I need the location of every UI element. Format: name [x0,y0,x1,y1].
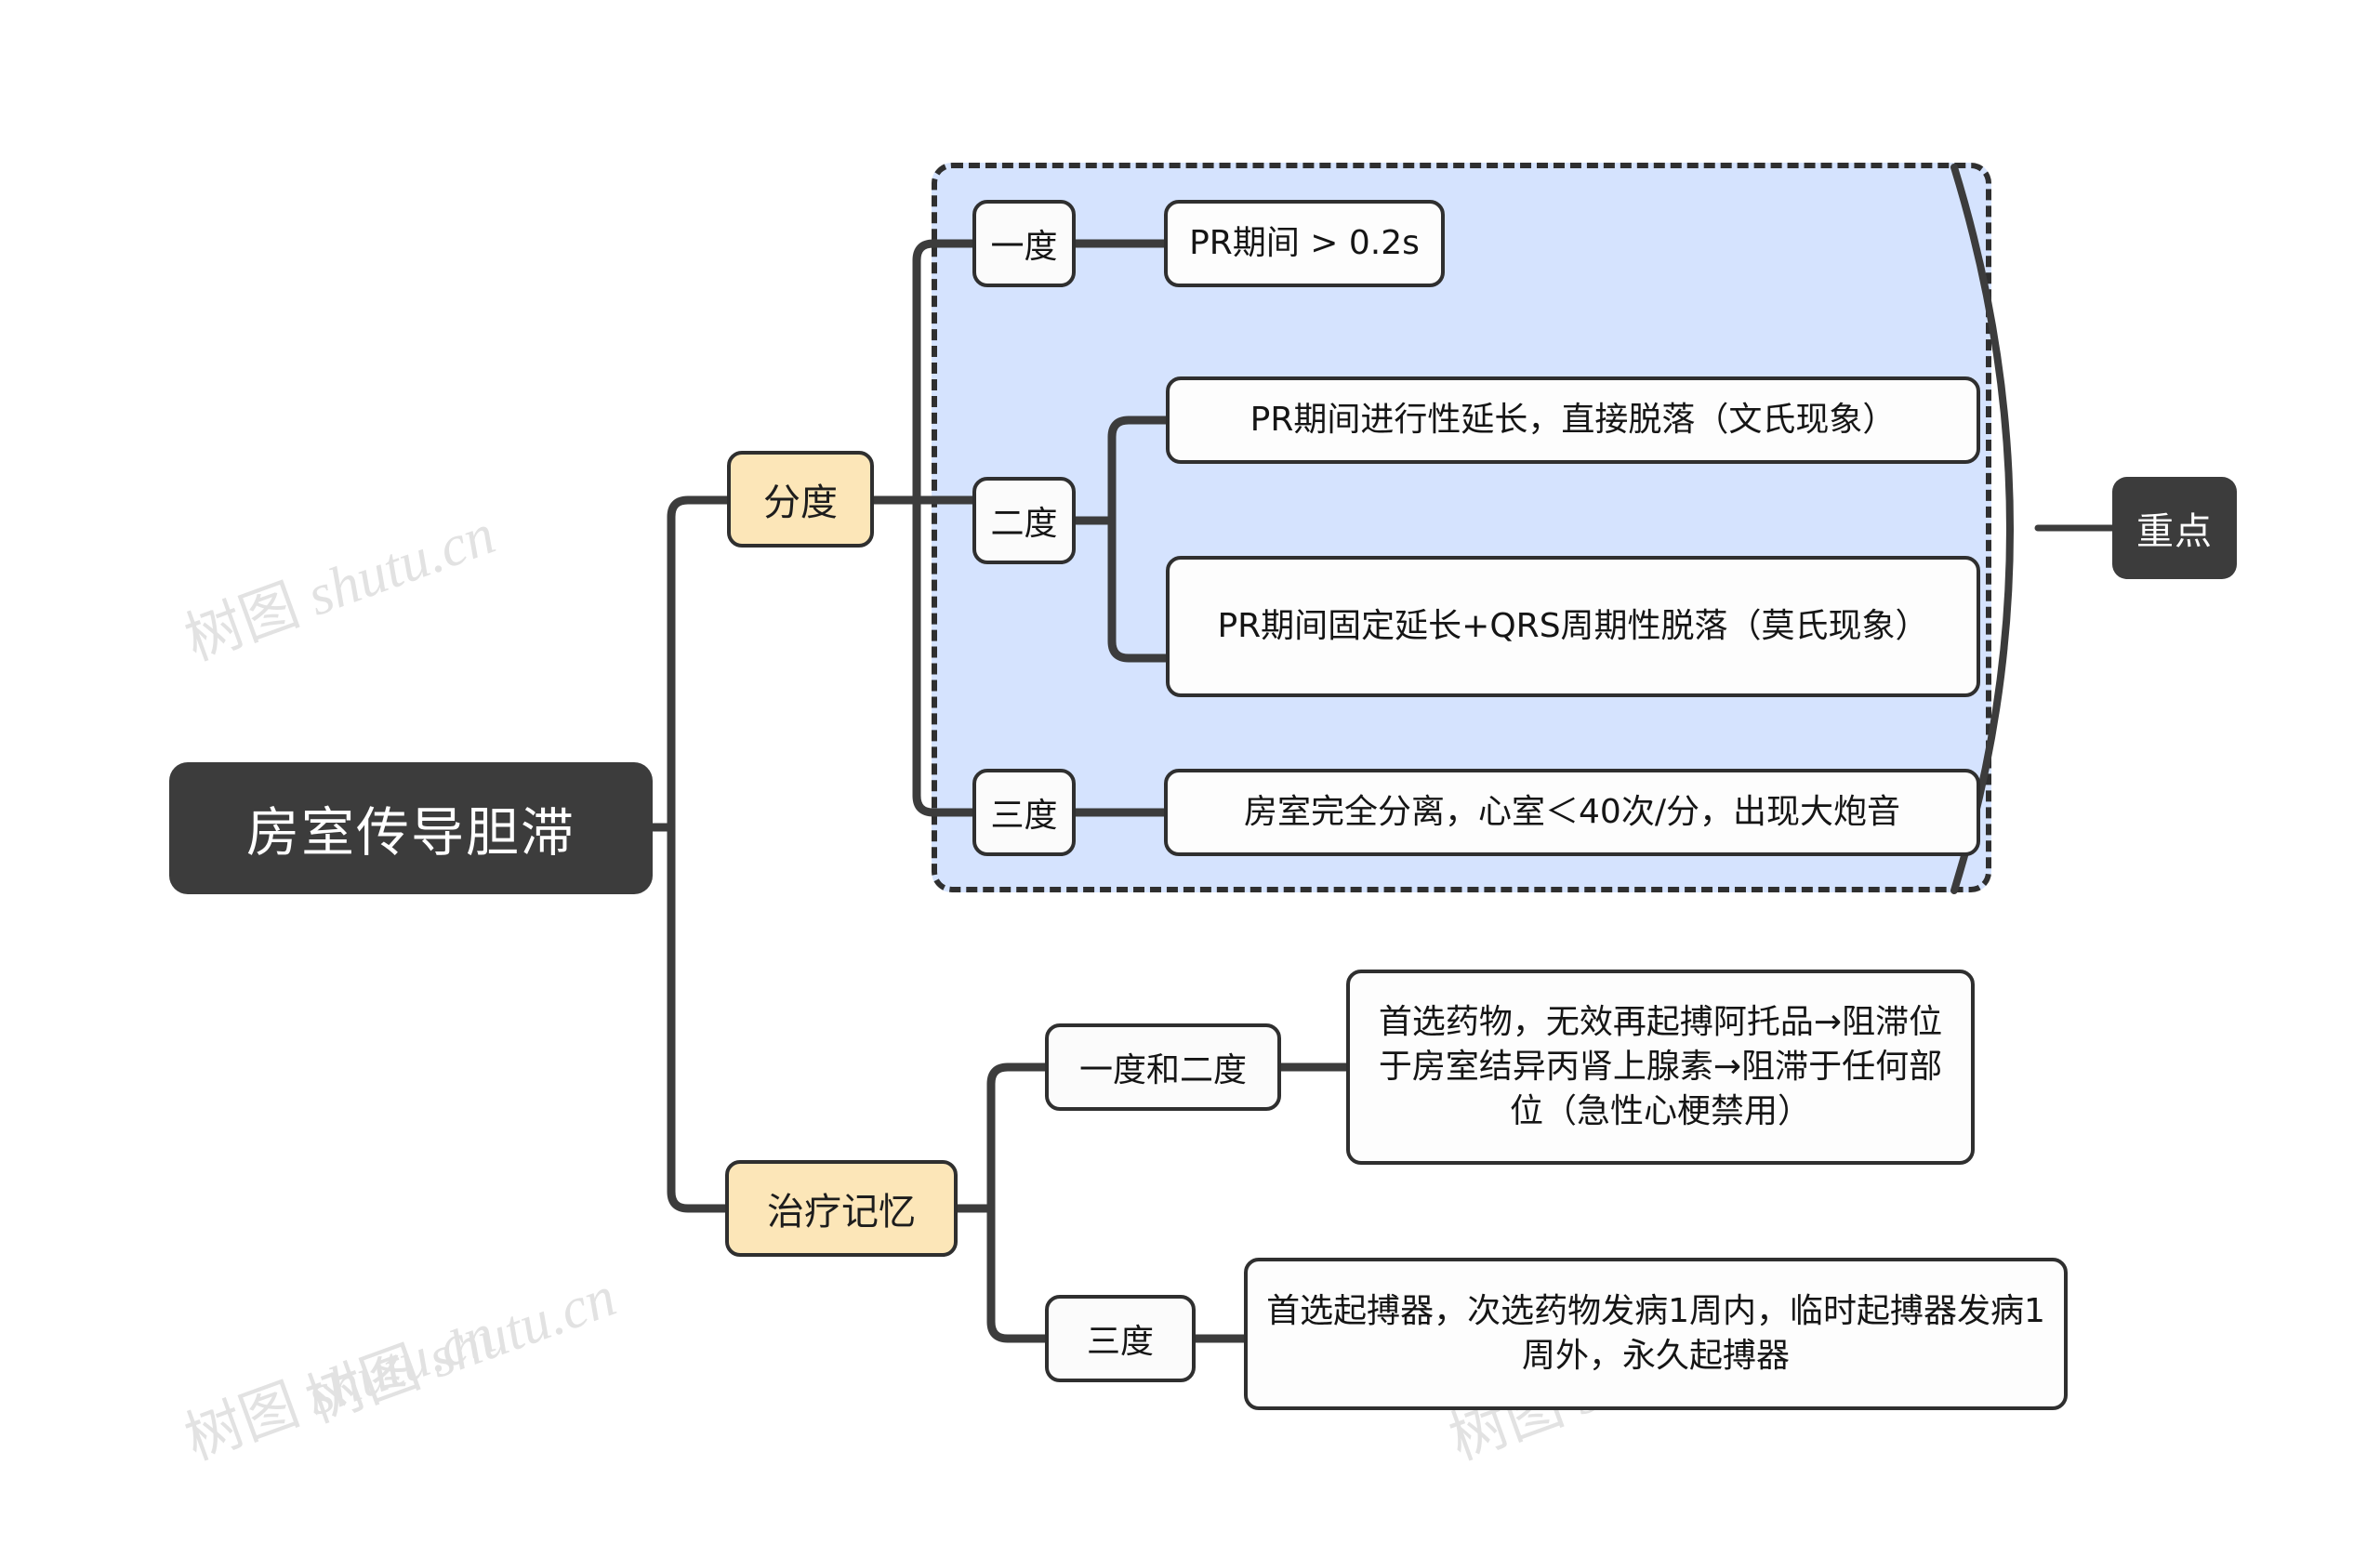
branch-label: 分度 [763,482,838,524]
branch-label: 治疗记忆 [767,1191,916,1234]
link-erdu-leaf1 [1107,416,1170,525]
node-label: 一度 [990,228,1058,266]
branch-node-zhiliao[interactable]: 治疗记忆 [725,1160,958,1257]
annotation-label: 重点 [2136,510,2213,553]
node-degree-three[interactable]: 三度 [972,769,1076,856]
leaf-treat-three-1[interactable]: 首选起搏器，次选药物发病1周内，临时起搏器发病1周外，永久起搏器 [1244,1258,2068,1410]
leaf-treat-one-two-1[interactable]: 首选药物，无效再起搏阿托品→阻滞位于房室结异丙肾上腺素→阻滞于任何部位（急性心梗… [1346,970,1975,1165]
link-zhiliao-c2 [986,1204,1050,1343]
link-fendu-yidu [912,239,977,505]
branch-node-fendu[interactable]: 分度 [727,451,874,548]
link-root-zhiliao [667,823,730,1213]
leaf-degree-two-2[interactable]: PR期间固定延长+QRS周期性脱落（莫氏现象） [1166,556,1980,697]
node-degree-two[interactable]: 二度 [972,477,1076,564]
link-erdu-leaf2 [1107,516,1170,663]
link-root-fendu [667,495,732,832]
node-label: 一度和二度 [1078,1051,1247,1089]
leaf-degree-three-1[interactable]: 房室完全分离，心室＜40次/分，出现大炮音 [1164,769,1980,856]
annotation-node-key-point[interactable]: 重点 [2112,477,2237,579]
node-degree-one[interactable]: 一度 [972,200,1076,287]
brace-curve [1950,164,2014,894]
node-treat-one-two[interactable]: 一度和二度 [1045,1023,1281,1111]
leaf-text: 首选起搏器，次选药物发病1周内，临时起搏器发病1周外，永久起搏器 [1266,1291,2045,1375]
link-fendu-sandu [912,495,977,817]
link-zhiliao-c1 [986,1062,1050,1213]
root-label: 房室传导胆滞 [246,802,575,864]
leaf-text: PR期间进行性延长，直接脱落（文氏现象） [1250,400,1897,439]
leaf-degree-two-1[interactable]: PR期间进行性延长，直接脱落（文氏现象） [1166,376,1980,464]
leaf-text: 房室完全分离，心室＜40次/分，出现大炮音 [1244,792,1900,831]
node-label: 三度 [1086,1323,1154,1361]
root-node[interactable]: 房室传导胆滞 [169,762,653,894]
node-label: 三度 [990,797,1058,835]
node-treat-three[interactable]: 三度 [1045,1295,1196,1382]
leaf-text: 首选药物，无效再起搏阿托品→阻滞位于房室结异丙肾上腺素→阻滞于任何部位（急性心梗… [1378,1002,1943,1131]
leaf-text: PR期间 > 0.2s [1189,223,1420,262]
node-label: 二度 [990,505,1058,543]
leaf-degree-one-1[interactable]: PR期间 > 0.2s [1164,200,1445,287]
leaf-text: PR期间固定延长+QRS周期性脱落（莫氏现象） [1217,606,1929,645]
